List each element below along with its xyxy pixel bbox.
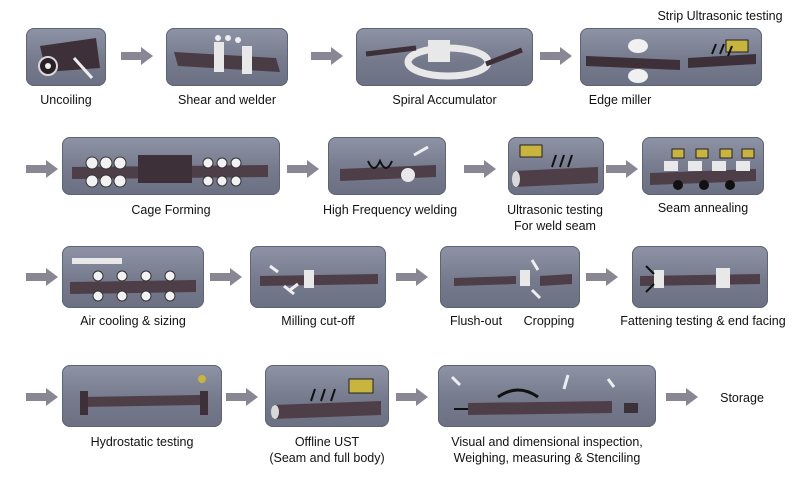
hf-welding-illustration (340, 145, 436, 182)
step-label-seam-annealing: Seam annealing (657, 201, 749, 215)
offline-ust-panel (265, 365, 389, 427)
flow-arrow-icon (586, 268, 618, 286)
step-label-uncoiling: Uncoiling (40, 93, 92, 107)
hydrostatic-testing-panel (62, 365, 222, 427)
edge-miller-illustration (586, 39, 756, 83)
step-label-milling-cutoff: Milling cut-off (281, 314, 355, 328)
flow-arrow-icon (287, 160, 319, 178)
cage-forming-panel (62, 137, 280, 195)
flow-arrow-icon (606, 160, 638, 178)
step-label-cropping: Cropping (523, 314, 575, 328)
milling-cutoff-panel (250, 246, 386, 308)
step-label-air-cooling-sizing: Air cooling & sizing (80, 314, 186, 328)
step-label-shear-and-welder: Shear and welder (178, 93, 276, 107)
seam-annealing-illustration (650, 148, 756, 190)
flow-arrow-icon (396, 388, 428, 406)
ust-weld-seam-panel (508, 137, 604, 195)
flow-arrow-icon (210, 268, 242, 286)
uncoiling-illustration (38, 38, 100, 80)
step-label-offline-ust-line1: Offline UST (294, 435, 360, 449)
flow-arrow-icon (226, 388, 258, 406)
step-label-offline-ust-line2: (Seam and full body) (269, 451, 385, 465)
cage-forming-illustration (72, 155, 268, 188)
edge-miller-panel (580, 28, 762, 86)
hydrostatic-testing-illustration (80, 375, 208, 415)
ust-weld-seam-illustration (512, 144, 598, 187)
flush-cropping-panel (440, 246, 580, 308)
flush-cropping-illustration (454, 259, 572, 300)
flow-arrow-icon (464, 160, 496, 178)
milling-cutoff-illustration (260, 264, 378, 296)
step-label-edge-miller: Edge miller (588, 93, 652, 107)
step-label-strip-ultrasonic-testing: Strip Ultrasonic testing (657, 9, 783, 23)
air-cooling-sizing-panel (62, 246, 204, 308)
step-label-cage-forming: Cage Forming (131, 203, 211, 217)
step-label-storage: Storage (720, 391, 764, 405)
flow-arrow-icon (121, 47, 153, 65)
flow-arrow-icon (666, 388, 698, 406)
step-label-visual-inspection-line1: Visual and dimensional inspection, (451, 435, 643, 449)
visual-inspection-panel (438, 365, 656, 427)
flow-arrow-icon (26, 160, 58, 178)
flow-arrow-icon (311, 47, 343, 65)
flattening-end-facing-illustration (640, 265, 760, 293)
step-label-spiral-accumulator: Spiral Accumulator (392, 93, 497, 107)
step-label-hf-welding: High Frequency welding (322, 203, 458, 217)
step-label-flush-out: Flush-out (449, 314, 503, 328)
seam-annealing-panel (642, 137, 764, 195)
uncoiling-panel (26, 28, 106, 86)
step-label-visual-inspection-line2: Weighing, measuring & Stenciling (453, 451, 641, 465)
flow-arrow-icon (26, 388, 58, 406)
flow-arrow-icon (26, 268, 58, 286)
shear-welder-illustration (174, 35, 280, 74)
spiral-accumulator-panel (356, 28, 533, 86)
step-label-flattening-end-facing: Fattening testing & end facing (620, 314, 786, 328)
flattening-end-facing-panel (632, 246, 768, 308)
flow-arrow-icon (540, 47, 572, 65)
step-label-hydrostatic-testing: Hydrostatic testing (90, 435, 194, 449)
spiral-accumulator-illustration (365, 40, 523, 80)
visual-inspection-illustration (450, 374, 638, 415)
flow-arrow-icon (396, 268, 428, 286)
shear-welder-panel (166, 28, 288, 86)
step-label-ust-weld-line2: For weld seam (514, 219, 596, 233)
air-cooling-sizing-illustration (70, 258, 196, 302)
hf-welding-panel (328, 137, 446, 195)
step-label-ust-weld-line1: Ultrasonic testing (507, 203, 603, 217)
offline-ust-illustration (271, 378, 381, 419)
